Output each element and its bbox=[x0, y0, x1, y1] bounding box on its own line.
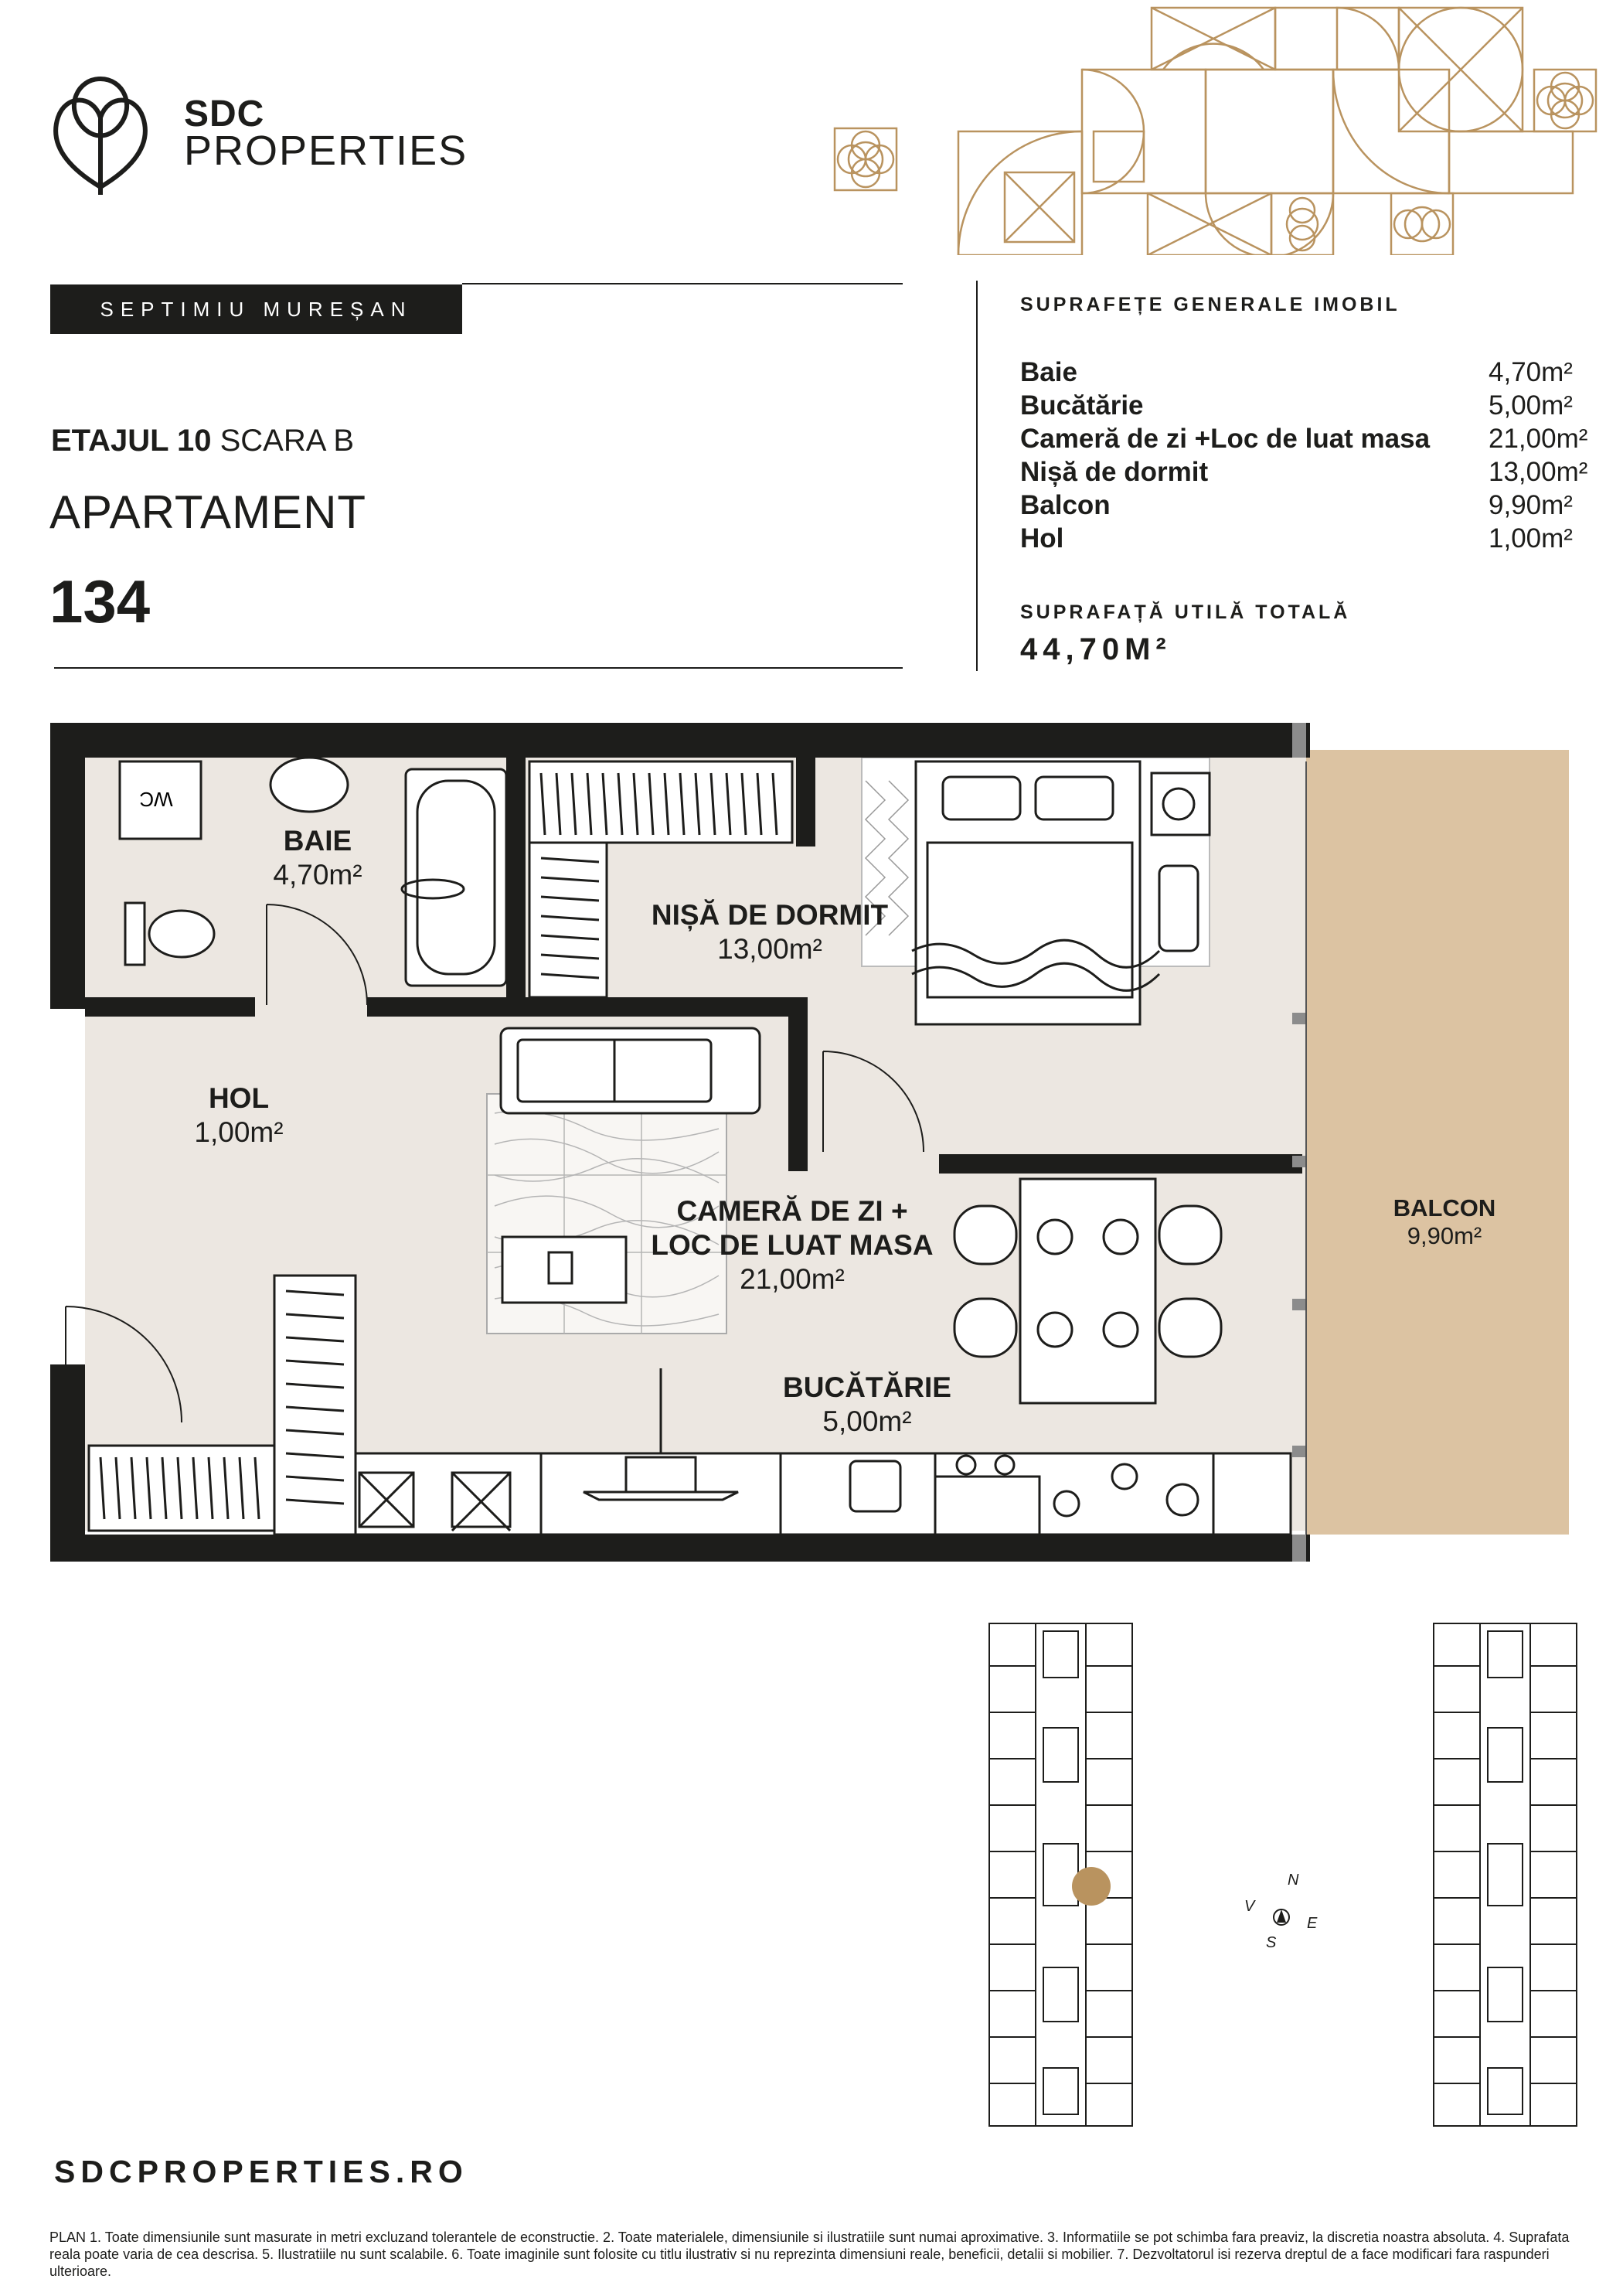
room-baie-name: BAIE bbox=[283, 825, 352, 857]
project-name-badge: SEPTIMIU MUREȘAN bbox=[50, 284, 462, 334]
room-bucatarie-area: 5,00m² bbox=[822, 1405, 912, 1437]
apartment-location-marker bbox=[1072, 1867, 1111, 1906]
room-bucatarie: BUCĂTĂRIE 5,00m² bbox=[783, 1371, 951, 1439]
disclaimer-text: PLAN 1. Toate dimensiunile sunt masurate… bbox=[49, 2230, 1570, 2279]
room-balcon: BALCON 9,90m² bbox=[1393, 1194, 1496, 1250]
room-baie: BAIE 4,70m² bbox=[273, 824, 362, 892]
column-divider bbox=[976, 281, 978, 671]
brand-logo-icon bbox=[53, 76, 148, 195]
stair-label: SCARA B bbox=[219, 424, 355, 458]
room-balcon-name: BALCON bbox=[1393, 1194, 1496, 1221]
areas-title: SUPRAFEȚE GENERALE IMOBIL bbox=[1020, 294, 1400, 315]
apartment-number: 134 bbox=[49, 567, 151, 635]
wc-label: WC bbox=[139, 788, 172, 811]
room-balcon-area: 9,90m² bbox=[1407, 1222, 1482, 1249]
floor-info: ETAJUL 10 SCARA B bbox=[51, 424, 354, 458]
room-nisa-area: 13,00m² bbox=[717, 933, 822, 965]
room-bucatarie-name: BUCĂTĂRIE bbox=[783, 1371, 951, 1403]
brand-subtitle: PROPERTIES bbox=[184, 128, 468, 174]
total-area-title: SUPRAFAȚĂ UTILĂ TOTALĂ bbox=[1020, 601, 1351, 623]
compass-n: N bbox=[1288, 1872, 1299, 1889]
website-link[interactable]: SDCPROPERTIES.RO bbox=[54, 2154, 468, 2189]
room-hol-area: 1,00m² bbox=[194, 1116, 284, 1148]
room-camera-name-2: LOC DE LUAT MASA bbox=[651, 1229, 934, 1261]
total-area-value: 44,70M² bbox=[1020, 632, 1172, 666]
info-divider bbox=[54, 667, 903, 669]
room-camera: CAMERĂ DE ZI + LOC DE LUAT MASA 21,00m² bbox=[651, 1194, 933, 1296]
brand-name: SDC bbox=[184, 94, 265, 135]
building-key-plan bbox=[988, 1623, 1577, 2127]
room-camera-area: 21,00m² bbox=[740, 1263, 845, 1295]
room-nisa: NIȘĂ DE DORMIT 13,00m² bbox=[652, 898, 888, 966]
room-hol: HOL 1,00m² bbox=[194, 1082, 283, 1150]
compass-v: V bbox=[1244, 1898, 1255, 1915]
room-nisa-name: NIȘĂ DE DORMIT bbox=[651, 899, 889, 931]
balcony-area bbox=[1306, 750, 1569, 1535]
room-hol-name: HOL bbox=[208, 1082, 270, 1114]
compass-s: S bbox=[1266, 1934, 1277, 1951]
floor-number: ETAJUL 10 bbox=[51, 424, 212, 458]
header-divider bbox=[462, 283, 903, 284]
floor-plan: WC bbox=[50, 723, 1569, 1562]
room-camera-name-1: CAMERĂ DE ZI + bbox=[676, 1195, 908, 1227]
compass-e: E bbox=[1307, 1915, 1318, 1932]
room-baie-area: 4,70m² bbox=[273, 859, 362, 891]
apartment-label: APARTAMENT bbox=[49, 486, 367, 538]
decorative-pattern bbox=[833, 6, 1597, 255]
